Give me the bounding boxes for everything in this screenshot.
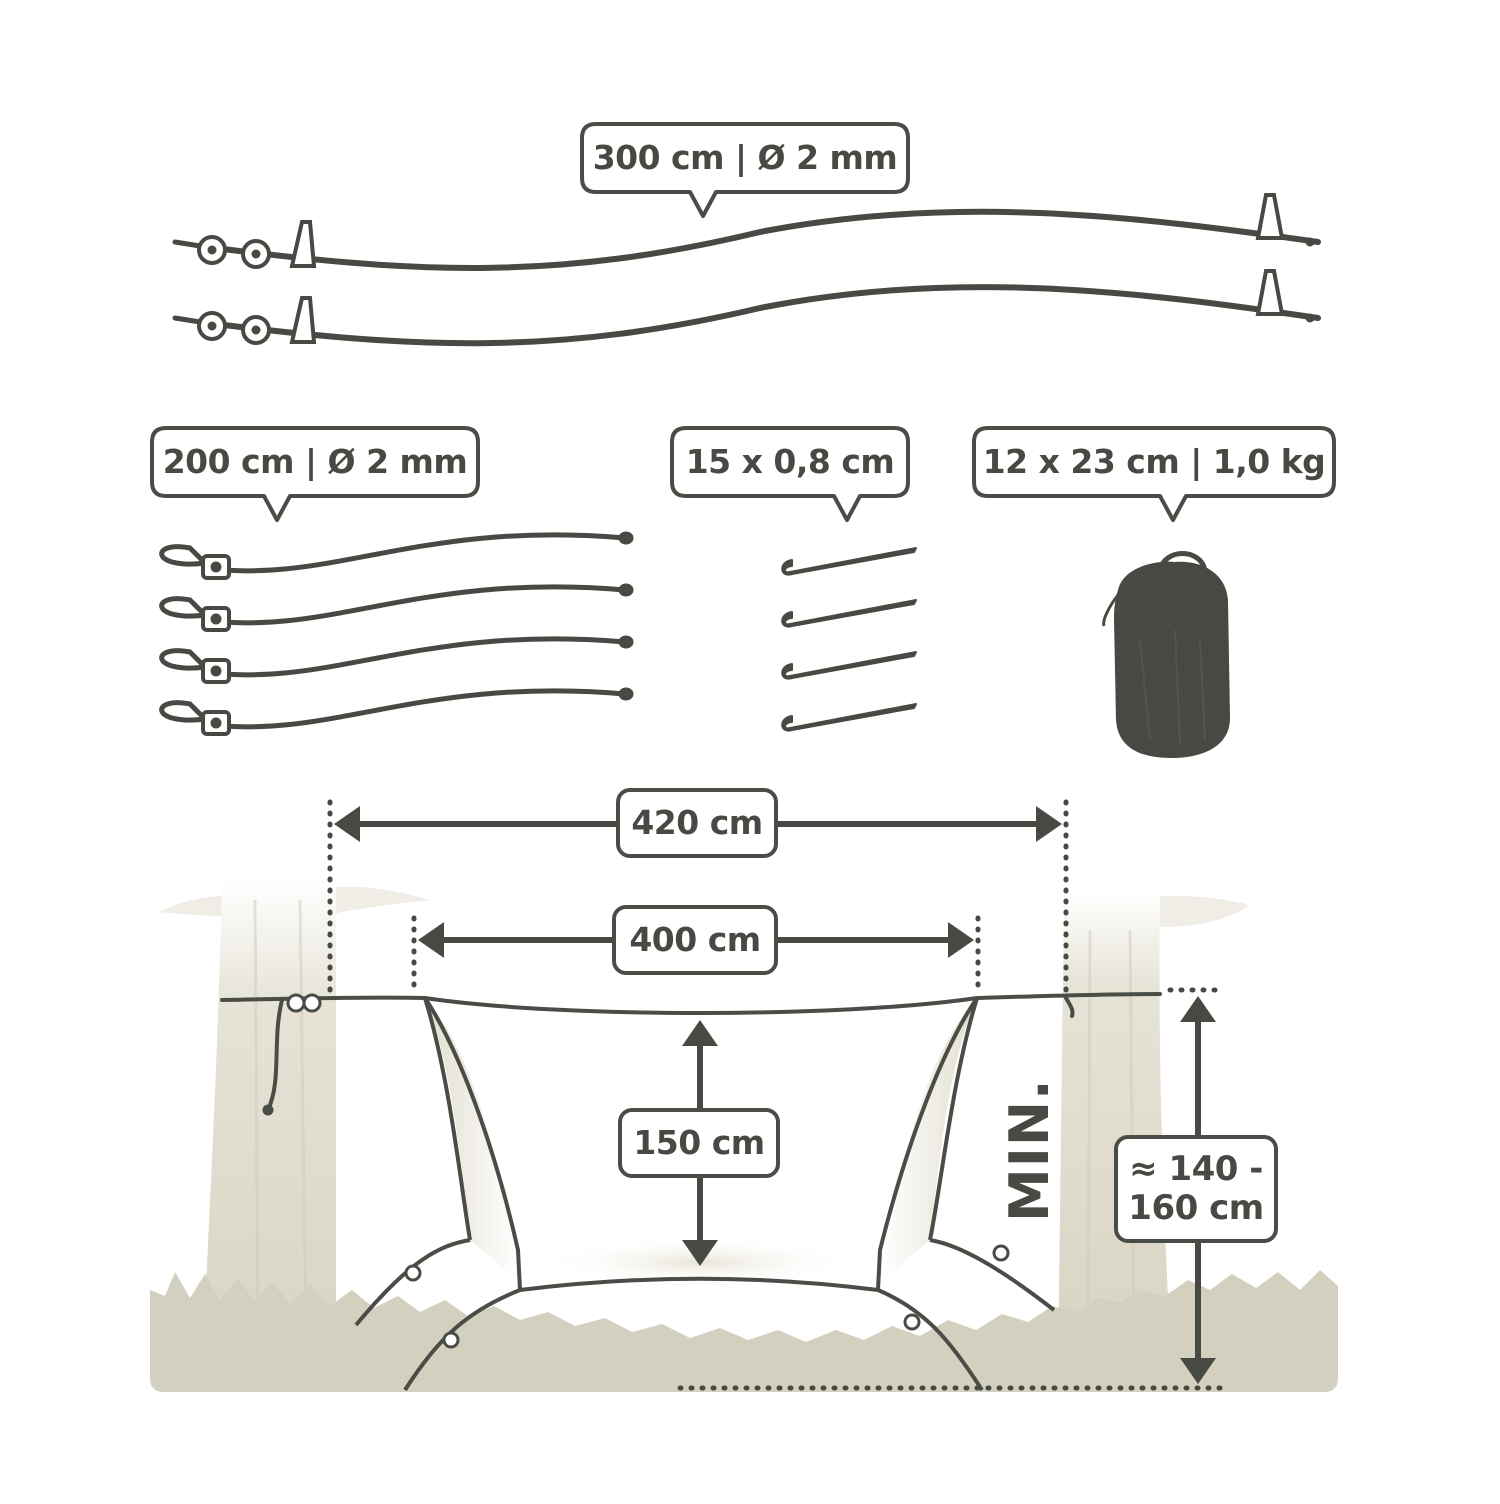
stake-spec-label: 15 x 0,8 cm xyxy=(685,442,895,482)
ridgeline-ropes xyxy=(172,193,1321,347)
guyline-icon xyxy=(159,687,634,736)
scene-background xyxy=(150,880,1338,1392)
guyline-spec-label: 200 cm | Ø 2 mm xyxy=(162,442,468,482)
hang-height-line-1: ≈ 140 - xyxy=(1129,1148,1263,1189)
stakes xyxy=(781,547,917,732)
outer-width-label: 420 cm xyxy=(631,803,763,843)
ridgeline-spec-label: 300 cm | Ø 2 mm xyxy=(592,138,898,178)
guylines xyxy=(159,531,634,736)
stake-icon xyxy=(781,547,917,576)
guyline-icon xyxy=(159,583,634,632)
label-bubbles xyxy=(150,122,1336,522)
guyline-icon xyxy=(159,531,634,580)
inner-width-label: 400 cm xyxy=(629,920,761,960)
rope-icon xyxy=(172,193,1321,271)
ground xyxy=(150,1270,1338,1392)
rope-icon xyxy=(172,269,1321,347)
stake-icon xyxy=(781,703,917,732)
hang-height-label: ≈ 140 - 160 cm xyxy=(1116,1137,1276,1241)
min-label: MIN. xyxy=(998,1078,1061,1222)
tarp-height-label: 150 cm xyxy=(633,1123,765,1163)
tree-icon xyxy=(1058,890,1172,1370)
dimension-label-boxes xyxy=(612,788,1278,1243)
guyline-icon xyxy=(159,635,634,684)
stake-icon xyxy=(781,651,917,680)
bag-spec-label: 12 x 23 cm | 1,0 kg xyxy=(982,442,1326,482)
hang-height-line-2: 160 cm xyxy=(1128,1188,1264,1228)
stuff-bag-icon xyxy=(1102,551,1230,758)
scene-ridgeline xyxy=(220,992,1162,1116)
stake-icon xyxy=(781,599,917,628)
